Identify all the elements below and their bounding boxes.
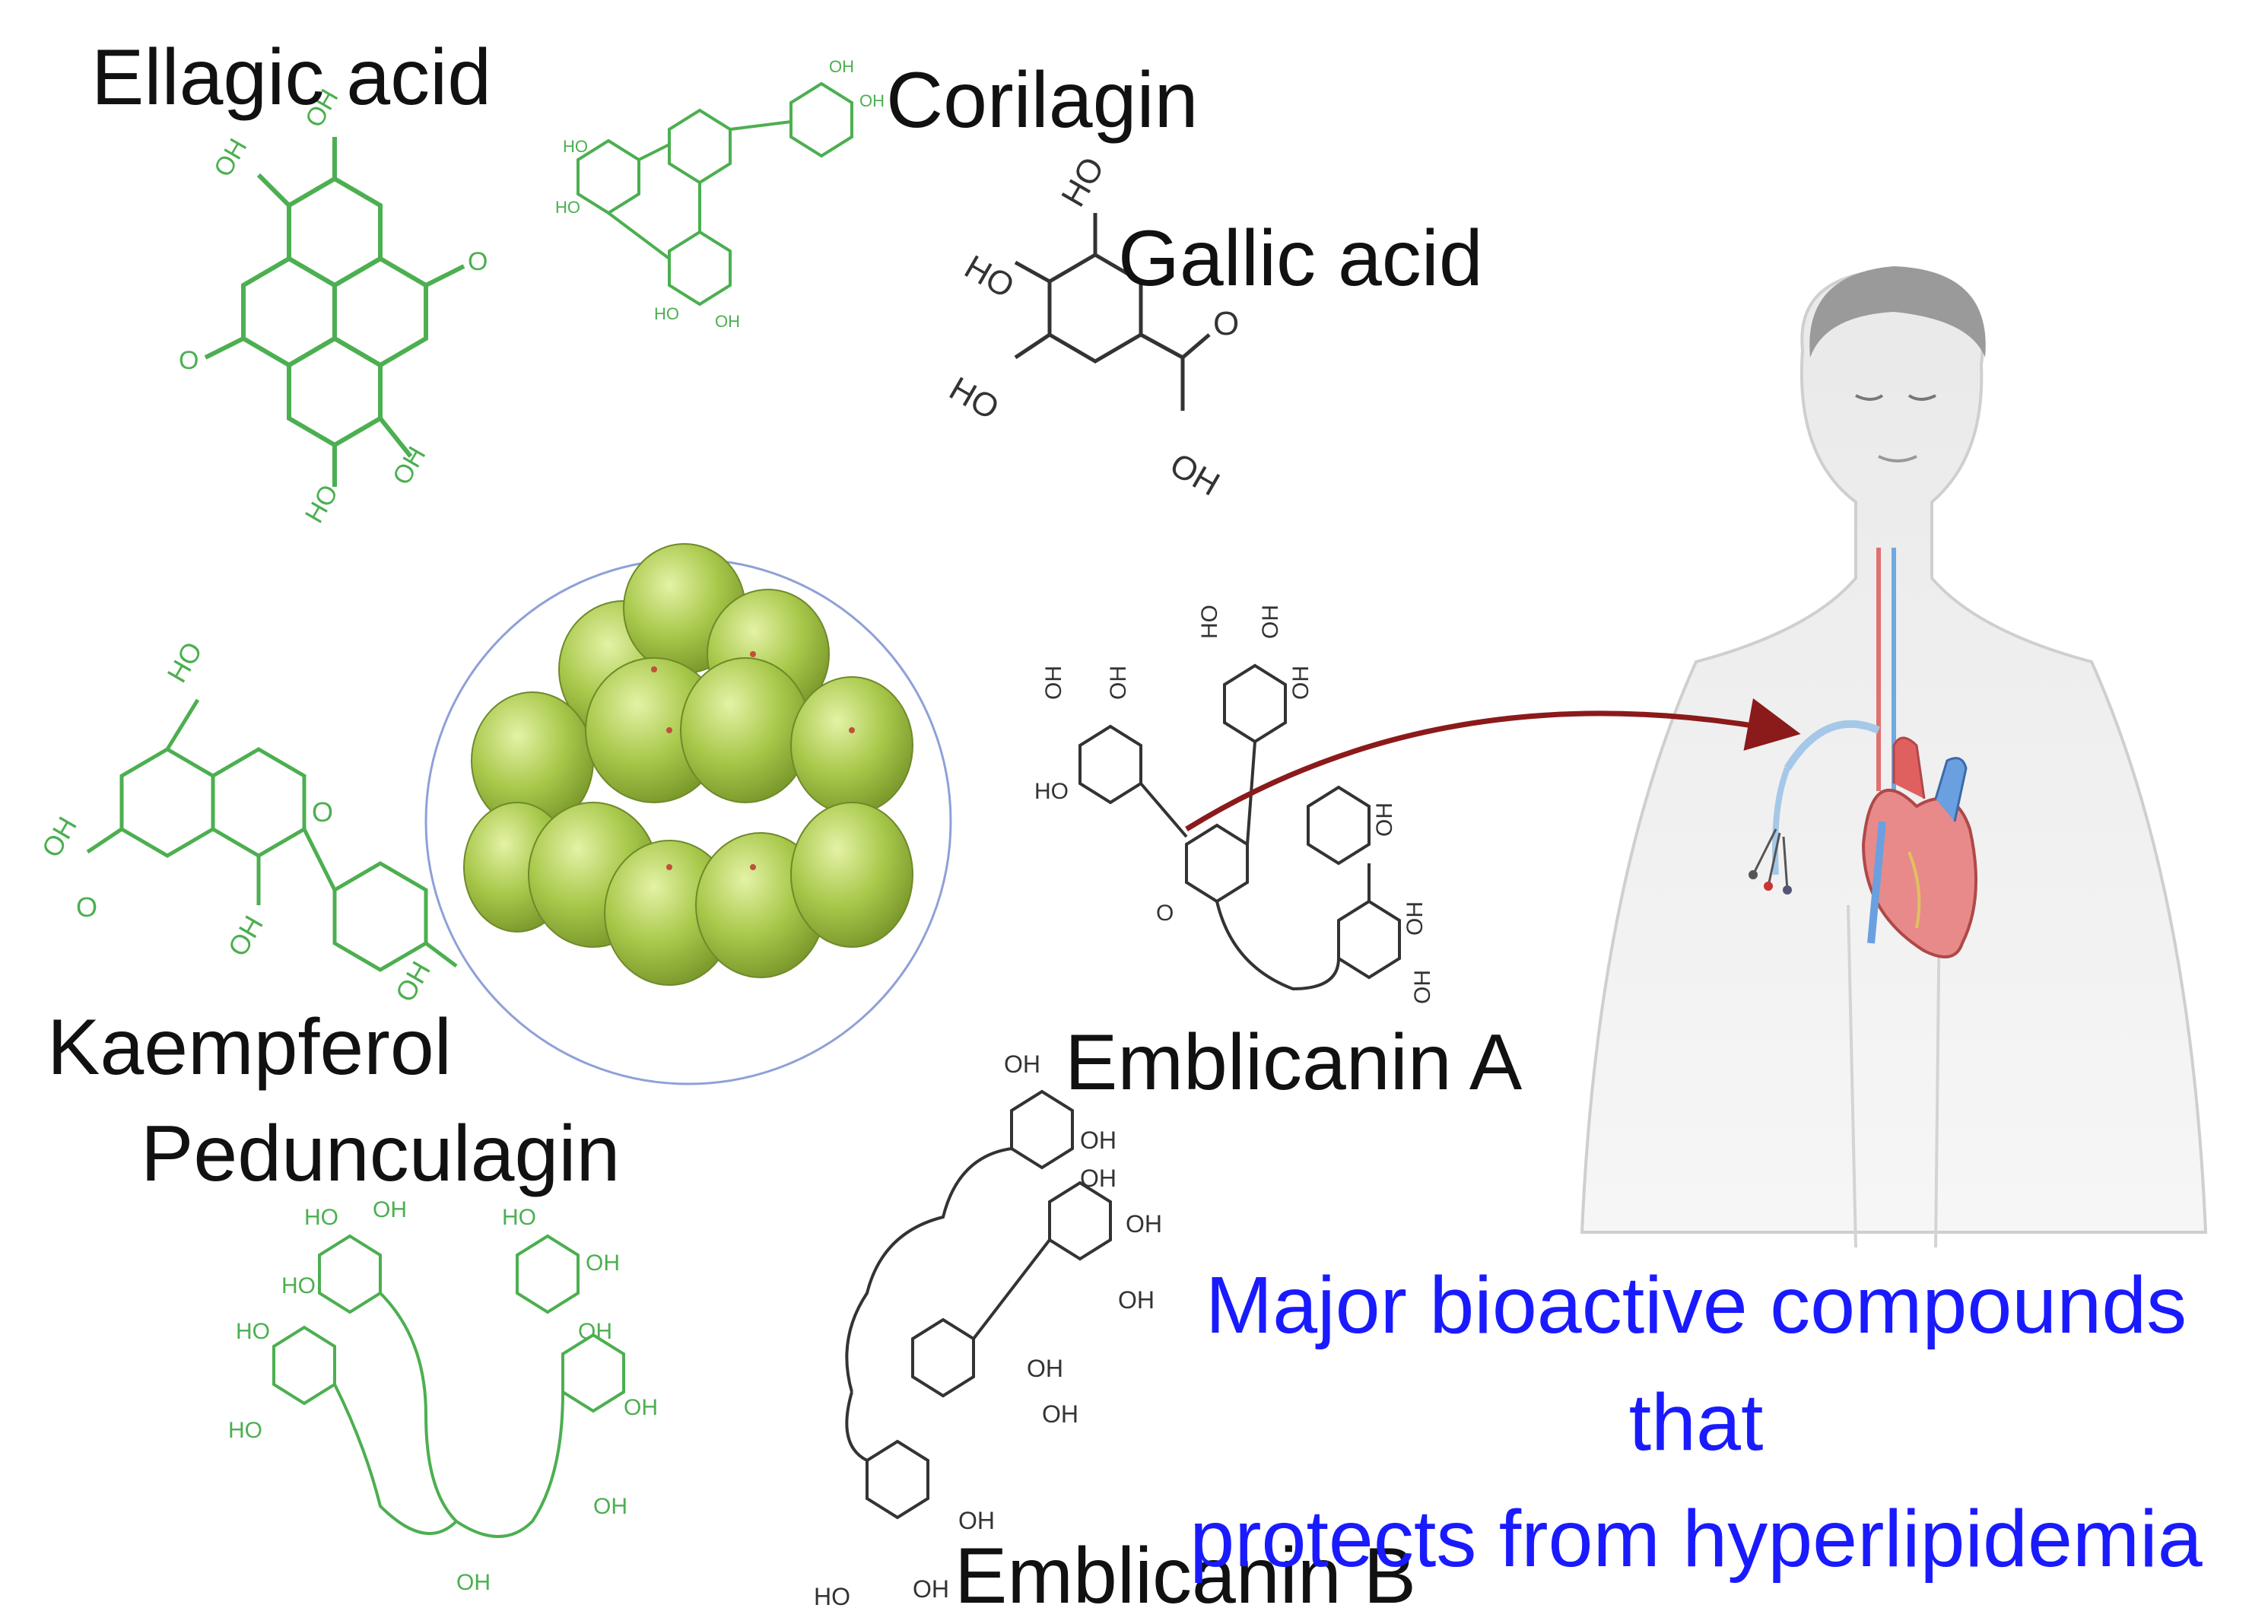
atom-label: HO bbox=[160, 637, 208, 688]
heart-illustration bbox=[1861, 736, 1977, 958]
atom-label: HO bbox=[236, 1319, 270, 1344]
atom-label: OH bbox=[859, 91, 885, 110]
atom-label: OH bbox=[1004, 1050, 1040, 1078]
atom-label: OH bbox=[1080, 1165, 1117, 1192]
atom-label: OH bbox=[593, 1494, 627, 1519]
atom-label: HO bbox=[304, 1205, 338, 1230]
atom-label: OH bbox=[1258, 605, 1283, 639]
emblicanin-a-atoms: OH OH HO OH OH OH OH OH HO O bbox=[1034, 605, 1435, 1004]
atom-label: O bbox=[179, 346, 199, 375]
label-gallic-acid: Gallic acid bbox=[1118, 215, 1483, 303]
emblicanin-b-atoms: OH OH OH OH OH OH OH OH HO OH bbox=[814, 1050, 1162, 1610]
emblicanin-b-structure bbox=[845, 1089, 1112, 1520]
atom-label: OH bbox=[1164, 446, 1226, 503]
label-corilagin: Corilagin bbox=[886, 56, 1199, 145]
atom-label: O bbox=[312, 796, 333, 828]
atom-label: OH bbox=[1106, 666, 1131, 700]
emblicanin-a-structure bbox=[1078, 663, 1401, 991]
atom-label: HO bbox=[563, 137, 588, 156]
atom-label: HO bbox=[502, 1205, 536, 1230]
atom-label: OH bbox=[1126, 1210, 1162, 1238]
atom-label: HO bbox=[1054, 151, 1111, 213]
pedunculagin-atoms: HO OH HO HO HO HO OH OH OH OH OH bbox=[228, 1197, 658, 1595]
atom-label: OH bbox=[389, 956, 437, 1007]
atom-label: HO bbox=[943, 370, 1005, 427]
corilagin-structure bbox=[577, 81, 853, 307]
atom-label: OH bbox=[829, 57, 854, 76]
label-kaempferol: Kaempferol bbox=[47, 1003, 452, 1092]
atom-label: OH bbox=[624, 1395, 658, 1420]
caption-line-2: protects from hyperlipidemia bbox=[1190, 1494, 2203, 1584]
label-ellagic-acid: Ellagic acid bbox=[91, 33, 492, 122]
atom-label: OH bbox=[1027, 1355, 1063, 1382]
atom-label: OH bbox=[1118, 1286, 1155, 1314]
atom-label: OH bbox=[1288, 666, 1313, 700]
atom-label: OH bbox=[958, 1507, 995, 1534]
atom-label: O bbox=[468, 247, 488, 276]
atom-label: OH bbox=[1041, 666, 1066, 700]
atom-label: O bbox=[1213, 305, 1239, 342]
amla-fruit-illustration bbox=[424, 543, 952, 1085]
atom-label: OH bbox=[1042, 1400, 1078, 1428]
gallic-acid-structure bbox=[1014, 213, 1211, 411]
label-emblicanin-b: Emblicanin B bbox=[955, 1532, 1416, 1620]
kaempferol-structure bbox=[86, 698, 458, 972]
atom-label: O bbox=[1156, 901, 1174, 926]
atom-label: OH bbox=[913, 1575, 949, 1603]
atom-label: HO bbox=[228, 1418, 262, 1443]
pedunculagin-structure bbox=[272, 1234, 625, 1538]
atom-label: O bbox=[76, 891, 97, 923]
kaempferol-atoms: HO OH O OH O OH bbox=[35, 637, 437, 1007]
atom-label: OH bbox=[715, 312, 740, 331]
atom-label: OH bbox=[1410, 970, 1435, 1004]
atom-label: OH bbox=[456, 1570, 491, 1595]
label-emblicanin-a: Emblicanin A bbox=[1065, 1019, 1523, 1107]
atom-label: OH bbox=[1402, 901, 1428, 936]
pointer-arrow bbox=[1185, 698, 1801, 831]
figure-caption: Major bioactive compounds that protects … bbox=[1133, 1247, 2259, 1598]
atom-label: HO bbox=[958, 248, 1021, 305]
atom-label: OH bbox=[586, 1251, 620, 1276]
atom-label: HO bbox=[1034, 779, 1069, 804]
atom-label: OH bbox=[1080, 1127, 1117, 1154]
atom-label: HO bbox=[300, 480, 344, 528]
atom-label: HO bbox=[1197, 605, 1222, 639]
caption-line-1: Major bioactive compounds that bbox=[1205, 1260, 2187, 1467]
ellagic-acid-structure bbox=[204, 137, 465, 487]
atom-label: OH bbox=[221, 911, 269, 961]
gallic-acid-atoms: HO HO HO O OH bbox=[943, 151, 1239, 503]
atom-label: OH bbox=[387, 442, 431, 490]
atom-label: OH bbox=[208, 134, 253, 182]
atom-label: HO bbox=[555, 198, 580, 217]
label-pedunculagin: Pedunculagin bbox=[141, 1110, 621, 1198]
atom-label: OH bbox=[373, 1197, 407, 1222]
atom-label: OH bbox=[1372, 802, 1397, 837]
atom-label: HO bbox=[654, 304, 679, 323]
atom-label: OH bbox=[35, 812, 83, 863]
atom-label: OH bbox=[578, 1319, 612, 1344]
atom-label: HO bbox=[281, 1273, 316, 1298]
atom-label: HO bbox=[814, 1583, 850, 1610]
corilagin-atoms: OH OH HO HO HO OH bbox=[555, 57, 885, 331]
